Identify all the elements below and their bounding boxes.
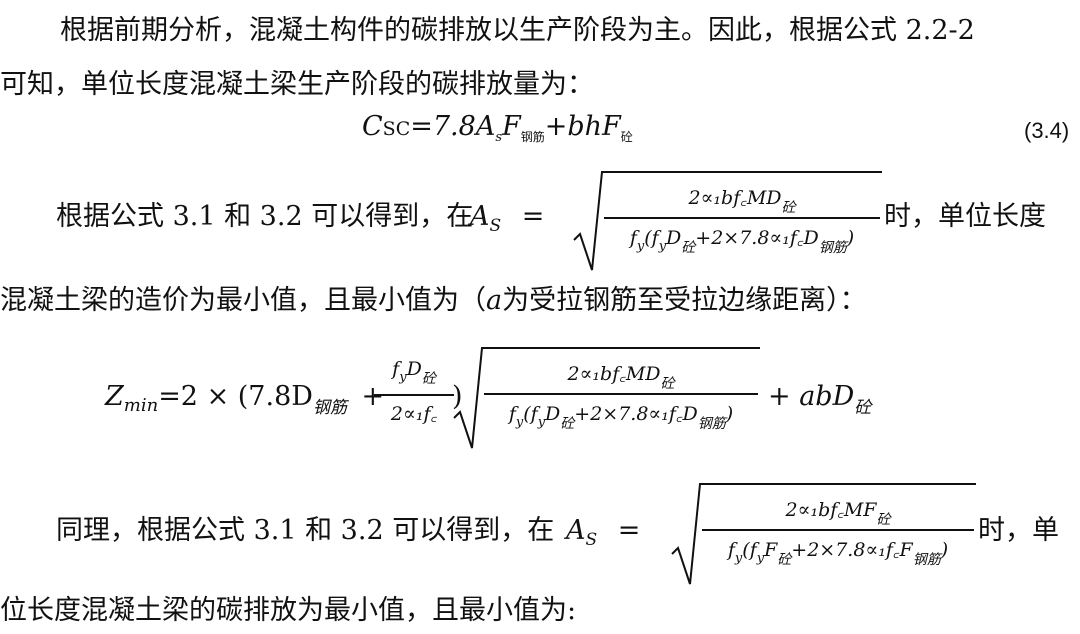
eq34-C: C — [362, 111, 383, 142]
paragraph-3-tail: 时，单 — [978, 515, 1059, 546]
paragraph-3-lead: 同理，根据公式 3.1 和 3.2 可以得到，在 — [56, 515, 555, 546]
zmin-radical-fraction-bar — [484, 393, 758, 395]
radical-sign — [453, 347, 760, 449]
as-carbon-lhs: AS = — [566, 515, 641, 550]
paragraph-2-lead: 根据公式 3.1 和 3.2 可以得到，在 — [56, 201, 474, 232]
eq34-F1-sub: 钢筋 — [520, 130, 545, 144]
as-cost-equals: = — [521, 201, 545, 232]
radical-sign — [573, 171, 882, 271]
paragraph-2-tail: 时，单位长度 — [884, 201, 1046, 232]
eq34-A-sub: s — [495, 130, 502, 145]
paragraph-1-line-1: 根据前期分析，混凝土构件的碳排放以生产阶段为主。因此，根据公式 2.2-2 — [60, 15, 975, 46]
eq34-equals: = — [410, 111, 433, 142]
as-cost-fraction-bar — [604, 217, 880, 219]
as-cost-A-sub: S — [489, 216, 502, 236]
as-cost-lhs: AS = — [470, 200, 544, 243]
eq34-A: A — [475, 111, 496, 142]
paragraph-1-line-2: 可知，单位长度混凝土梁生产阶段的碳排放量为： — [0, 69, 594, 100]
as-carbon-radical: 2∝₁bf꜀MF砼 fy(fyF砼+2×7.8∝₁f꜀F钢筋) — [671, 480, 978, 586]
as-cost-fraction: 2∝₁bf꜀MD砼 fy(fyD砼+2×7.8∝₁f꜀D钢筋) — [604, 180, 880, 260]
zmin-lhs: Zmin=2 × (7.8D钢筋 + — [105, 381, 385, 418]
eq34-F1: F — [501, 111, 521, 142]
zmin-inner-fraction-bar — [374, 394, 454, 396]
zmin-radical-fraction: 2∝₁bf꜀MD砼 fy(fyD砼+2×7.8∝₁f꜀D钢筋) — [484, 356, 758, 440]
zmin-inner-fraction: fyD砼 2∝₁f꜀ — [374, 352, 454, 442]
as-cost-radical: 2∝₁bf꜀MD砼 fy(fyD砼+2×7.8∝₁f꜀D钢筋) — [573, 168, 884, 272]
as-carbon-fraction-bar — [702, 529, 974, 531]
zmin-close-paren: ) — [452, 381, 463, 412]
as-carbon-fraction: 2∝₁bf꜀MF砼 fy(fyF砼+2×7.8∝₁f꜀F钢筋) — [702, 492, 974, 576]
as-cost-denominator: fy(fyD砼+2×7.8∝₁f꜀D钢筋) — [629, 227, 855, 256]
eq34-bhF: bhF — [567, 111, 621, 142]
paragraph-3-line-2: 位长度混凝土梁的碳排放为最小值，且最小值为: — [0, 595, 577, 626]
equation-3-4: CSC=7.8AsF钢筋+bhF砼 — [362, 110, 633, 155]
zmin-radical: 2∝₁bf꜀MD砼 fy(fyD砼+2×7.8∝₁f꜀D钢筋) — [453, 344, 764, 450]
eq34-C-sub: SC — [382, 118, 411, 140]
as-cost-numerator: 2∝₁bf꜀MD砼 — [688, 187, 796, 216]
eq34-plus: + — [544, 111, 568, 142]
zmin-tail: + abD砼 — [768, 381, 872, 418]
as-cost-A: A — [470, 201, 490, 232]
eq34-coef: 7.8 — [432, 111, 476, 142]
radical-sign — [671, 483, 976, 585]
eq34-F2-sub: 砼 — [620, 130, 633, 144]
equation-number-3-4: (3.4) — [1024, 118, 1070, 143]
paragraph-2-line-2: 混凝土梁的造价为最小值，且最小值为（a为受拉钢筋至受拉边缘距离）： — [0, 285, 867, 316]
